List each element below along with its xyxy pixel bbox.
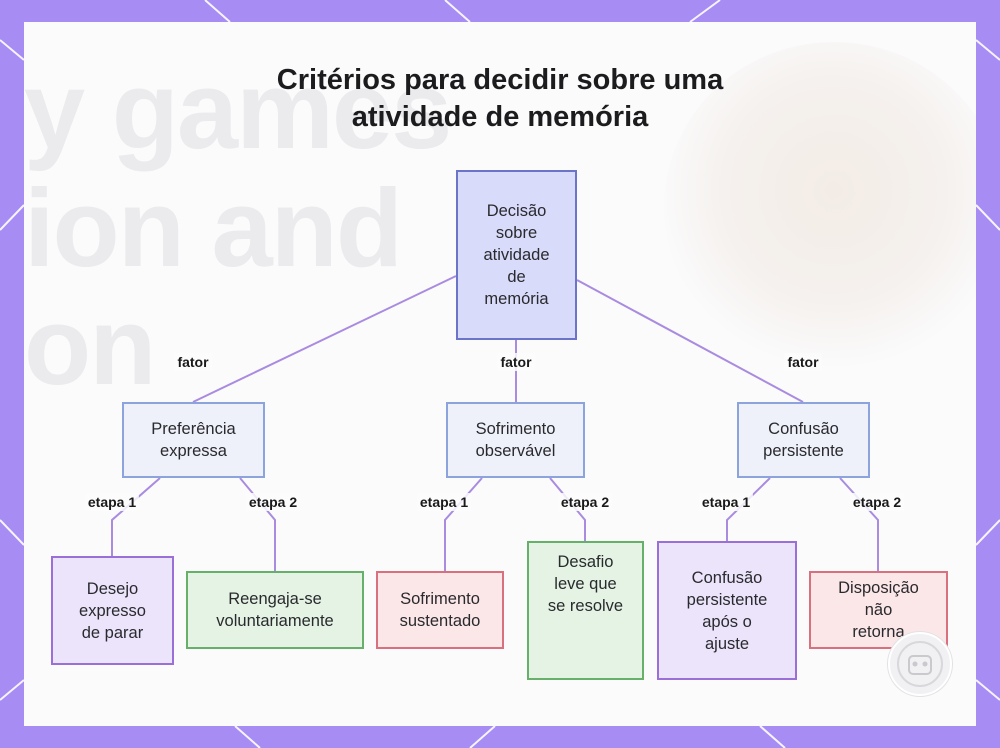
edge-label-branch-1: fator [174,353,212,371]
edge-root-branch-3 [576,279,804,403]
edge-label-2-2: etapa 2 [557,493,613,511]
edge-label-1-2: etapa 2 [245,493,301,511]
edge-label-1-1: etapa 1 [84,493,140,511]
branch-node-preferencia: Preferência expressa [122,402,265,478]
branch-node-sofrimento: Sofrimento observável [446,402,585,478]
edge-label-branch-3: fator [784,353,822,371]
leaf-sofrimento-sustentado: Sofrimento sustentado [376,571,504,649]
branch-node-confusao: Confusão persistente [737,402,870,478]
background-photo-blur [664,42,976,372]
diagram-title: Critérios para decidir sobre uma ativida… [0,62,1000,136]
edge-branch-1-child-1 [111,477,161,556]
title-line-1: Critérios para decidir sobre uma [276,64,724,96]
title-line-2: atividade de memória [351,101,649,133]
robot-face-icon [897,641,943,687]
edge-label-3-1: etapa 1 [698,493,754,511]
edge-branch-1-child-2 [239,477,276,571]
edge-label-2-1: etapa 1 [416,493,472,511]
edge-branch-3-child-2 [839,477,879,571]
leaf-reengaja: Reengaja-se voluntariamente [186,571,364,649]
edge-branch-2-child-2 [549,477,586,541]
leaf-confusao-persistente: Confusão persistente após o ajuste [657,541,797,680]
edge-branch-2-child-1 [444,477,483,571]
background-text: y games ion and on [24,49,452,408]
edge-branch-3-child-1 [726,477,771,541]
logo-badge-icon [888,632,952,696]
edge-label-3-2: etapa 2 [849,493,905,511]
edge-label-branch-2: fator [497,353,535,371]
edge-root-branch-1 [192,275,457,403]
leaf-desafio-leve: Desafio leve que se resolve [527,541,644,680]
root-node: Decisão sobre atividade de memória [456,170,577,340]
leaf-desejo-expresso: Desejo expresso de parar [51,556,174,665]
